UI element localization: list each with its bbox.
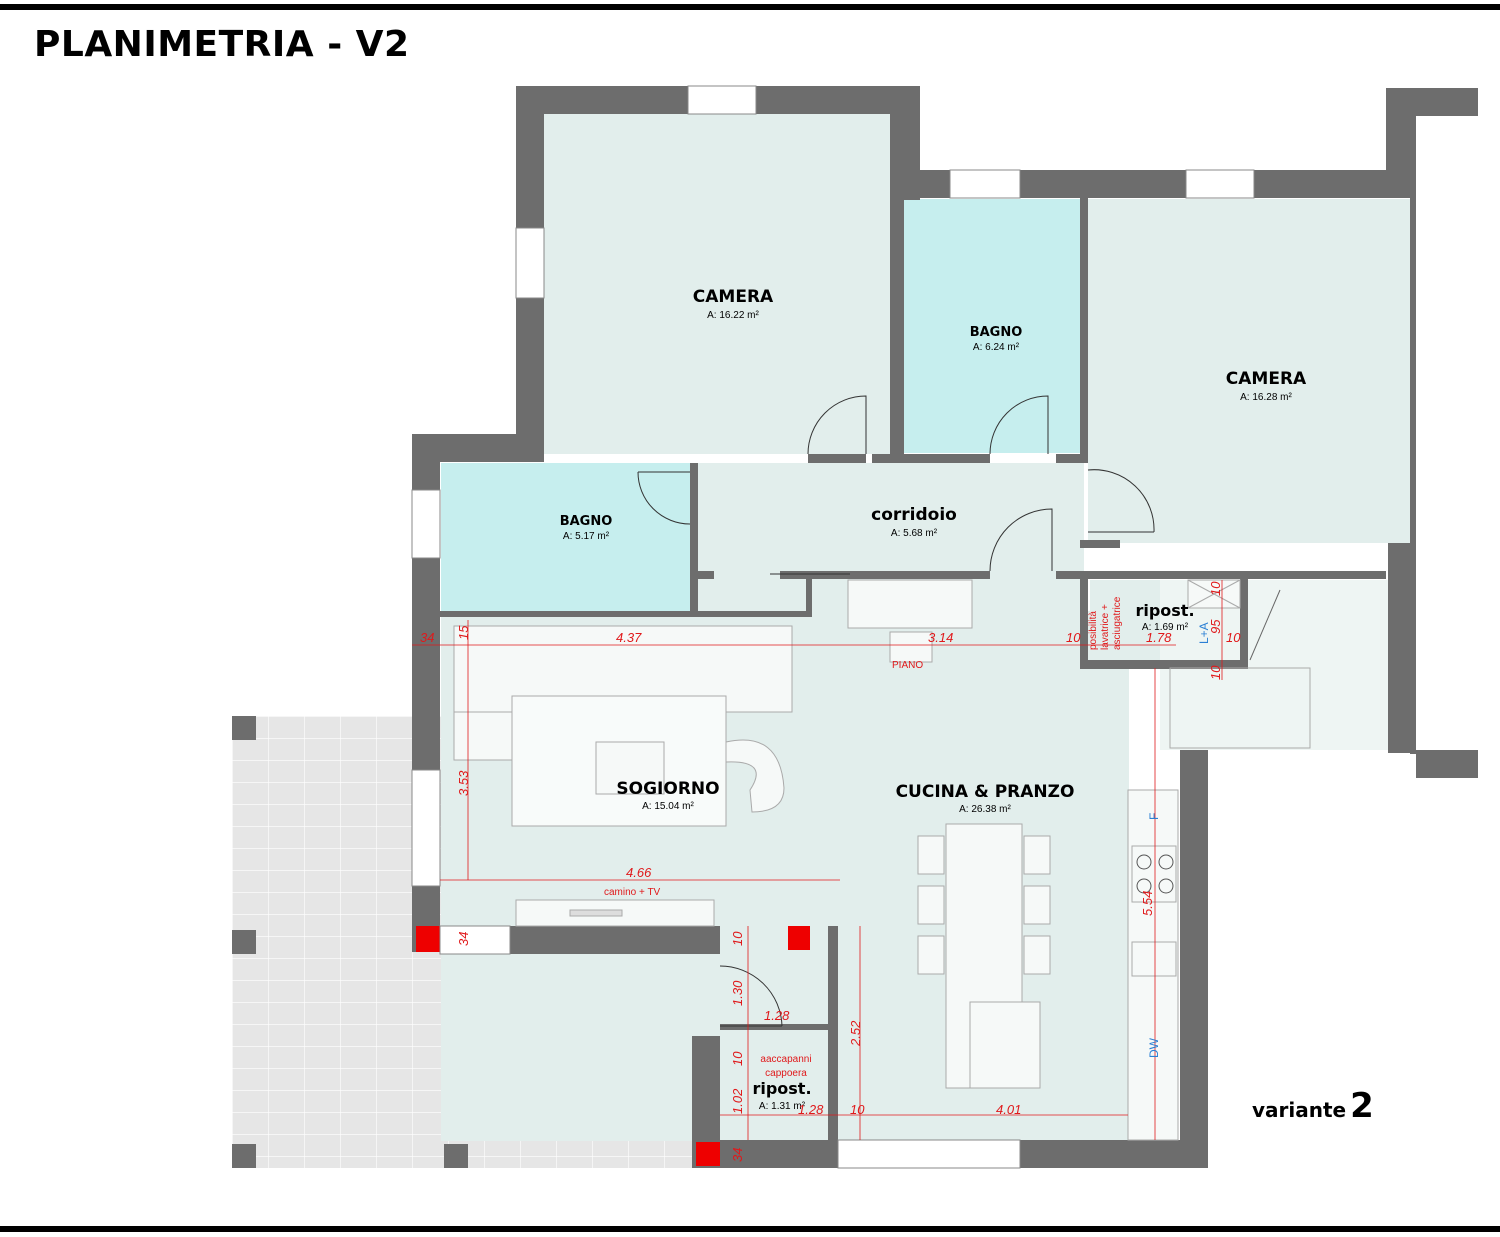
note-lavatrice-3: asciugatrice [1112,596,1123,650]
ripost-bottom-name: ripost. [752,1079,811,1098]
cucina-area: A: 26.38 m² [959,804,1011,815]
bagno-top-area: A: 6.24 m² [973,342,1020,353]
camera-right-area: A: 16.28 m² [1240,392,1292,403]
page-title: PLANIMETRIA - V2 [34,24,410,65]
dim-95: 95 [1208,619,1223,634]
note-accappatoio-1: aaccapanni [760,1054,811,1065]
dim-128-a: 1.28 [764,1008,790,1023]
washer-label: L+A [1197,622,1211,644]
dim-34-left: 34 [420,630,434,645]
windows [411,85,1255,1169]
dishwasher-label: DW [1147,1037,1161,1058]
dim-130: 1.30 [730,980,745,1006]
bottom-border-line [0,1226,1500,1232]
fridge-label: F [1147,813,1161,820]
variant-number: 2 [1350,1086,1374,1126]
structural-columns [416,926,810,1166]
dim-10-c: 10 [1208,581,1223,596]
dim-128-b: 1.28 [798,1102,824,1117]
note-lavatrice-1: posibilità [1088,611,1099,650]
soggiorno-area: A: 15.04 m² [642,801,694,812]
dim-102: 1.02 [730,1088,745,1114]
dim-10-f: 10 [730,1051,745,1066]
note-camino: camino + TV [604,887,661,898]
corridoio-name: corridoio [871,505,957,525]
note-accappatoio-2: cappoera [765,1068,807,1079]
dim-34-mid: 34 [456,932,471,946]
dimension-lines [412,580,1223,1140]
dim-554: 5.54 [1140,891,1155,916]
bagno-top-name: BAGNO [970,325,1023,340]
dim-466: 4.66 [626,865,652,880]
walls [412,86,1478,1168]
dim-401: 4.01 [996,1102,1021,1117]
dim-437: 4.37 [616,630,642,645]
note-lavatrice-2: lavatrice + [1100,604,1111,650]
dim-10-e: 10 [730,931,745,946]
dim-252: 2.52 [848,1020,863,1047]
ripost-top-name: ripost. [1135,601,1194,620]
dim-10-g: 10 [850,1102,865,1117]
camera-left-name: CAMERA [693,287,774,307]
dim-178: 1.78 [1146,630,1172,645]
dim-10-a: 10 [1066,630,1081,645]
variant-text: variante [1252,1098,1347,1122]
doors [637,395,1155,1027]
dim-10-d: 10 [1208,665,1223,680]
note-piano: PIANO [892,660,923,671]
soggiorno-name: SOGIORNO [616,779,719,799]
ripost-bottom-area: A: 1.31 m² [759,1101,806,1112]
camera-left-area: A: 16.22 m² [707,310,759,321]
dim-10-b: 10 [1226,630,1241,645]
bagno-left-name: BAGNO [560,514,613,529]
top-border-line [0,4,1500,10]
dim-34-bot: 34 [730,1148,745,1162]
cucina-name: CUCINA & PRANZO [896,782,1075,802]
dim-15: 15 [456,625,471,640]
dim-314: 3.14 [928,630,953,645]
ripost-top-area: A: 1.69 m² [1142,622,1189,633]
camera-right-name: CAMERA [1226,369,1307,389]
bagno-left-area: A: 5.17 m² [563,531,610,542]
corridoio-area: A: 5.68 m² [891,528,938,539]
dim-353: 3.53 [456,770,471,796]
